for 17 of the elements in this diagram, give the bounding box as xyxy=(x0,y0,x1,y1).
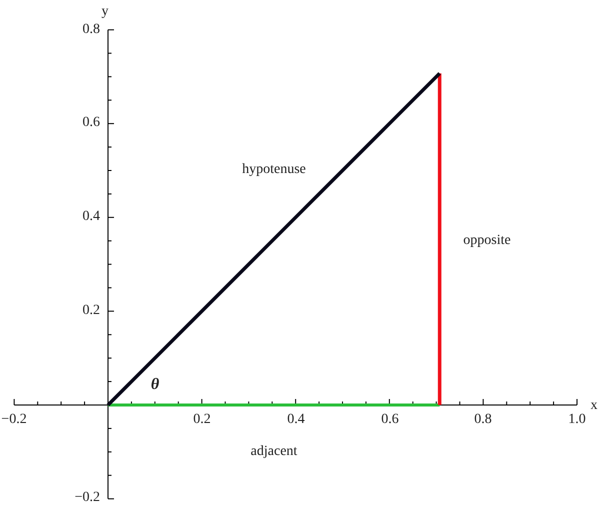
tick-label: 0.6 xyxy=(82,116,100,130)
side-label: adjacent xyxy=(250,445,298,459)
tick-label: −0.2 xyxy=(74,491,100,505)
angle-label: θ xyxy=(150,377,160,393)
side-label: hypotenuse xyxy=(242,163,306,177)
tick-label: 0.2 xyxy=(82,304,100,318)
tick-label: 0.2 xyxy=(193,413,211,427)
axis-label: y xyxy=(102,5,108,19)
tick-label: 1.0 xyxy=(568,413,586,427)
axis-label: x xyxy=(590,399,598,413)
side-label: opposite xyxy=(463,234,511,248)
tick-label: −0.2 xyxy=(1,413,27,427)
tick-label: 0.8 xyxy=(82,23,100,37)
tick-label: 0.6 xyxy=(381,413,399,427)
tick-label: 0.4 xyxy=(82,210,100,224)
tick-label: 0.4 xyxy=(287,413,305,427)
tick-label: 0.8 xyxy=(474,413,492,427)
